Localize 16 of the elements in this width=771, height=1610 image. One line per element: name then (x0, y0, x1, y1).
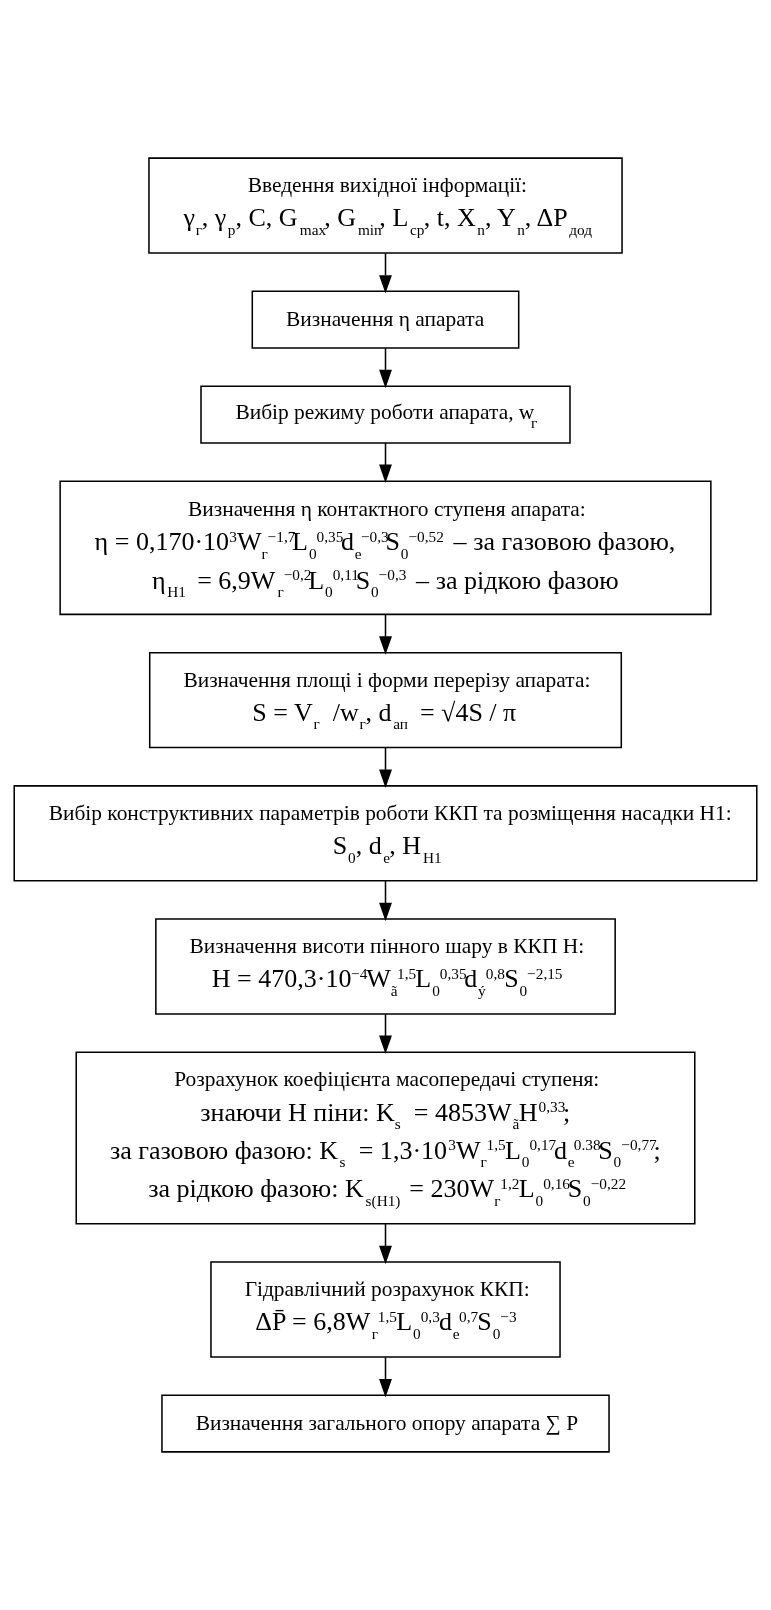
arrow (379, 614, 392, 655)
node-box: Введення вихідної інформації: γ$_{г}$, γ$_{р}$, C, G$_{max}$, G$_{min}$, L$_{ср}$, t, X$_{n}$, Y$_{n}$, ΔP$_{дод}$ (148, 157, 623, 254)
arrow (379, 747, 392, 788)
arrow (379, 1356, 392, 1398)
arrow (379, 880, 392, 922)
node-box: Визначення загального опору апарата ∑ P (161, 1394, 610, 1453)
arrow (379, 442, 392, 483)
node-box: Визначення η апарата (251, 290, 520, 349)
node-box: Вибір режиму роботи апарата, w$_{г}$ (200, 385, 571, 444)
arrow (379, 347, 392, 389)
node-box: Визначення η контактного ступеня апарата: η = 0,170·10$^{3}$W$_{г}$$^{−1,7}$L$_{0}$$^{0,35}$d$_{e}$$^{−0,3}$S$_{0}$$^{−0,52}$ – за газовою фазою, η$_{H1}$ = 6,9W$_{г}$$^{−0,2}$L$_{0}$$^{0,11}$S$_{0}$$^{−0,3}$ – за рідкою фазою (59, 480, 712, 616)
arrow (379, 1013, 392, 1054)
arrow (379, 1223, 392, 1265)
arrow (379, 252, 392, 294)
node-box: Визначення площі і форми перерізу апарата: S = V$_{г}$ /w$_{г}$, d$_{ап}$ = √4S / π (148, 651, 623, 749)
node-box: Вибір конструктивних параметрів роботи ККП та розміщення насадки Н1: S$_{0}$, d$_{e}$, H$_{H1}$ (13, 785, 758, 882)
